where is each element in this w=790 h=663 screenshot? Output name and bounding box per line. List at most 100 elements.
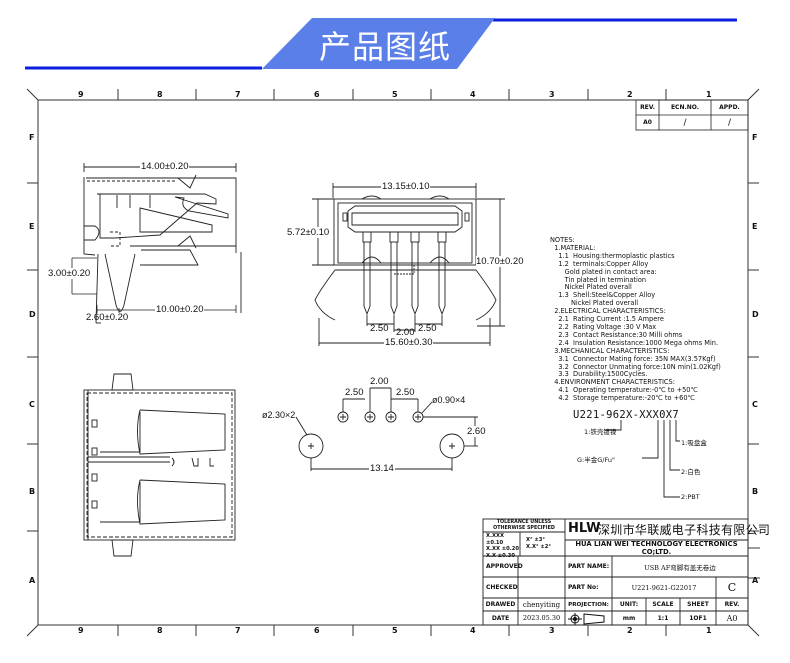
part-code: U221-962X-XXX0X7 [573,409,679,421]
dim-length: 14.00±0.20 [140,161,190,172]
rev-header-ecn: ECN.NO. [670,104,700,111]
rev-value: A0 [643,119,652,126]
column-label-top: 4 [470,90,476,99]
company-name-cn: 深圳市华联威电子科技有限公司 [598,523,771,537]
drawed-value: chenyiting [522,600,561,609]
note-line: 4.1 Operating temperature:-0℃ to +50℃ [550,386,698,395]
part-code-brackets [605,420,680,498]
ecn-value: / [683,117,687,128]
row-label-left: B [29,487,36,496]
ang-key: X.X° [526,543,539,550]
pcb-dim-pitch-c: 2.50 [396,387,415,398]
pcb-dim-span: 13.14 [369,463,395,474]
terminal-pin [363,242,371,316]
row-label-right: F [752,133,758,142]
scale-label: SCALE [652,601,674,608]
company-name-en: HUA LIAN WEI TECHNOLOGY ELECTRONICS CO;L… [575,540,738,556]
tol-val: ±0.30 [497,552,515,559]
page-banner: 产品图纸 [0,0,790,80]
terminal-pin-head [410,231,420,243]
ang-val: ±3° [534,537,545,543]
banner-title: 产品图纸 [318,28,451,66]
approved-label: APPROVED [486,563,523,570]
note-line: 2.3 Contact Resistance:30 Milli ohms [550,330,683,339]
column-label-bottom: 2 [627,626,633,635]
row-label-right: B [752,487,759,496]
banner-graphic [25,18,737,70]
note-line: Nickel Plated overall [550,299,639,308]
note-line: 1.1 Housing:thermoplastic plastics [550,251,675,260]
dim-pitch-b: 2.00 [396,327,415,338]
company-logo: HLW [568,521,601,536]
column-label-bottom: 6 [314,626,320,635]
row-label-left: E [29,222,35,231]
column-label-bottom: 4 [470,626,476,635]
column-label-top: 9 [78,90,84,99]
terminal-pin [411,242,419,316]
note-line: 2.ELECTRICAL CHARACTERISTICS: [550,307,666,316]
title-block-lines [482,518,760,626]
column-label-bottom: 3 [549,626,555,635]
projection-label: PROJECTION: [568,601,609,608]
dim-width-total: 15.60±0.30 [384,337,434,348]
tol-key: X.XXX [486,533,504,539]
pcb-dim-pitch-a: 2.50 [345,387,364,398]
projection-symbol [568,613,605,625]
part-name-label: PART NAME: [568,563,610,570]
column-label-bottom: 7 [235,626,241,635]
frame-border [37,99,749,626]
column-label-bottom: 8 [157,626,163,635]
note-line: 4.2 Storage temperature:-20℃ to +60℃ [550,394,695,403]
note-line: 1.MATERIAL: [550,243,596,252]
note-line: Nickel Plated overall [550,283,632,292]
note-line: 1.2 terminals:Copper Alloy [550,259,649,268]
pcb-dim-large-hole: ø2.30×2 [262,410,296,420]
note-line: Tin plated in termination [550,275,647,284]
terminal-pin-head [362,231,372,243]
part-code-legend-shell: 1:铁壳镀镍 [584,428,617,436]
column-label-top: 1 [706,90,712,99]
tolerance-angular: X° ±3° X.X° ±2° [526,537,564,550]
dim-pitch-a: 2.50 [370,323,389,334]
column-label-top: 5 [392,90,398,99]
row-label-left: D [29,310,36,319]
rev-header-rev: REV. [640,104,655,111]
tol-key: X.XX [486,546,500,552]
unit-value: mm [622,614,636,622]
tolerance-title: TOLERANCE UNLESS OTHERWISE SPECIFIED [493,520,555,531]
column-label-top: 7 [235,90,241,99]
note-line: 4.ENVIRONMENT CHARACTERISTICS: [550,378,675,387]
row-label-right: C [752,400,758,409]
part-code-legend-packing: 1:吸盘盒 [681,439,707,447]
column-label-top: 2 [627,90,633,99]
part-code-legend-plating: G:半金G/Fu" [577,456,615,464]
note-line: 2.1 Rating Current :1.5 Ampere [550,315,664,324]
column-label-bottom: 9 [78,626,84,635]
column-label-top: 6 [314,90,320,99]
sheet-value: 1OF1 [689,614,707,622]
revision-block-lines [635,99,749,131]
row-label-right: D [752,310,759,319]
company-logo-text: HLW [568,521,601,536]
banner-parallelogram [262,18,495,69]
pcb-dim-offset: 2.60 [467,426,486,437]
date-value: 2023.05.30 [522,614,561,622]
note-line: 3.2 Connector Unmating force:10N min(1.0… [550,362,721,371]
note-line: 3.MECHANICAL CHARACTERISTICS: [550,346,670,355]
note-line: Gold plated in contact area: [550,267,657,276]
dim-peg-length: 3.00±0.20 [48,268,91,279]
dim-pitch-c: 2.50 [418,323,437,334]
row-label-left: F [29,133,35,142]
ang-key: X° [526,537,533,543]
rev-header-appd: APPD. [719,104,740,111]
terminal-pin-head [389,231,399,243]
tol-val: ±0.20 [501,546,519,552]
tol-val: ±0.10 [486,539,504,546]
rev-label: REV. [724,601,740,608]
note-line: NOTES: [550,236,575,244]
row-label-right: E [752,222,758,231]
row-label-left: A [29,576,36,585]
drawed-label: DRAWED [485,601,516,608]
terminal-pin-head [437,231,447,243]
top-view [83,373,236,557]
